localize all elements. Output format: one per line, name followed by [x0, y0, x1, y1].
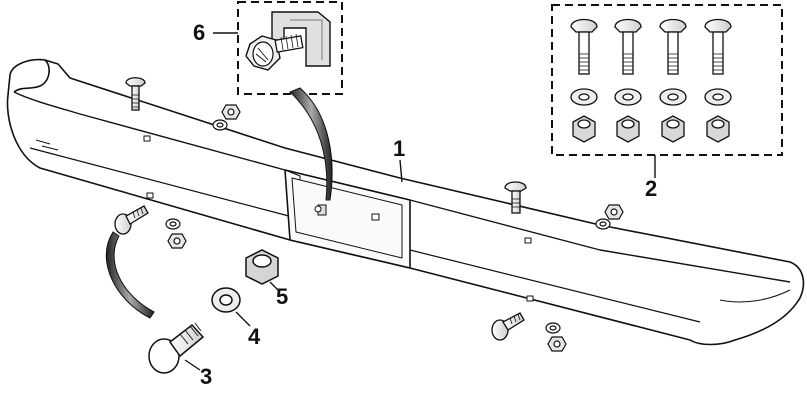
carriage-bolt-large [148, 322, 205, 374]
kit-bolt-1 [570, 18, 598, 75]
callout-5-nut: 5 [276, 284, 289, 309]
callout-2-hardware-kit: 2 [645, 176, 658, 201]
kit-lock-washers [570, 88, 732, 106]
kit-bolts [570, 18, 732, 75]
callout-1-bumper: 1 [393, 136, 406, 161]
bumper-leader [399, 159, 403, 183]
kit-hex-nuts [572, 115, 730, 143]
hardware-kit-box [551, 4, 783, 178]
washer-nut-pair-lower-left [165, 218, 187, 249]
rear-bumper [6, 58, 805, 346]
bracket-bolt-detail-box [213, 1, 343, 95]
carriage-bolt-arrow [105, 231, 155, 319]
kit-bolt-4 [704, 18, 732, 75]
washer-nut-pair-left [212, 104, 241, 131]
washer-nut-pair-lower-right [545, 322, 567, 352]
carriage-bolt-bottom-left [114, 205, 149, 235]
flat-washer-large [211, 287, 251, 327]
detail-arrow [289, 87, 333, 201]
kit-bolt-2 [614, 18, 642, 75]
callout-3-carriage-bolt: 3 [200, 364, 213, 389]
callout-4-washer: 4 [248, 324, 261, 349]
washer-nut-pair-right [595, 204, 624, 230]
kit-bolt-3 [659, 18, 687, 75]
hex-nut-large [245, 249, 279, 291]
callout-6-bracket-bolt: 6 [193, 20, 206, 45]
carriage-bolt-top-right [504, 181, 527, 214]
carriage-bolt-top-left [125, 77, 146, 111]
carriage-bolt-bottom-right [491, 312, 525, 341]
